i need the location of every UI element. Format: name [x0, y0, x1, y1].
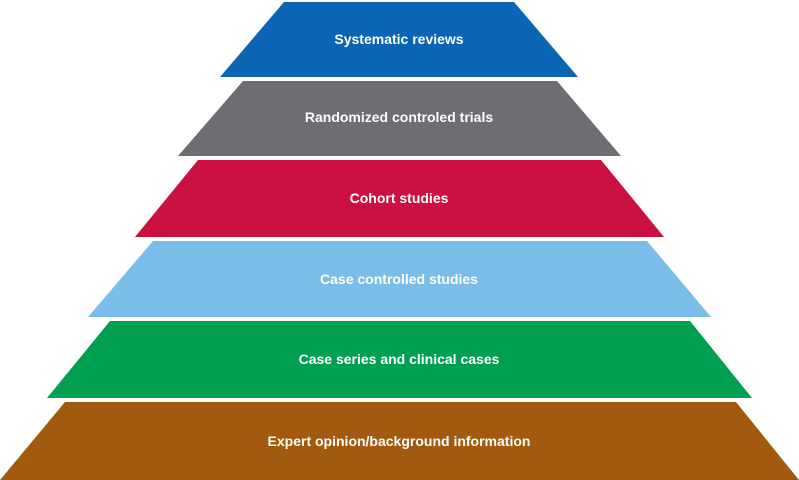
- tier-label: Systematic reviews: [334, 31, 463, 47]
- tier-label: Randomized controled trials: [305, 109, 493, 125]
- tier-label: Case controlled studies: [320, 271, 478, 287]
- tier-expert-opinion: Expert opinion/background information: [0, 402, 799, 480]
- tier-shape: [135, 160, 664, 237]
- tier-case-controlled-studies: Case controlled studies: [88, 241, 711, 317]
- tier-shape: [220, 2, 578, 77]
- tier-cohort-studies: Cohort studies: [135, 160, 664, 237]
- tier-shape: [47, 321, 752, 398]
- tier-label: Cohort studies: [350, 190, 449, 206]
- tier-shape: [0, 402, 799, 480]
- tier-label: Expert opinion/background information: [268, 433, 531, 449]
- tier-shape: [178, 81, 621, 156]
- tier-shape: [88, 241, 711, 317]
- tier-systematic-reviews: Systematic reviews: [220, 2, 578, 77]
- tier-case-series: Case series and clinical cases: [47, 321, 752, 398]
- tier-randomized-controled-trials: Randomized controled trials: [178, 81, 621, 156]
- tier-label: Case series and clinical cases: [299, 351, 500, 367]
